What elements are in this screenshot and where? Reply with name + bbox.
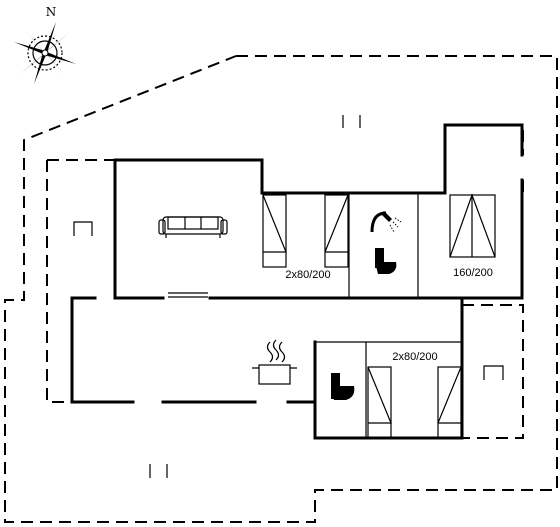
bedroom-3-bed-label: 2x80/200	[392, 351, 437, 363]
sofa-icon	[158, 216, 228, 238]
compass-icon: N	[14, 5, 76, 84]
bedroom-2-bed-label: 160/200	[453, 267, 493, 279]
outdoor-furniture-icon	[149, 464, 168, 478]
building-walls	[70, 123, 524, 440]
toilet-icon	[375, 248, 397, 274]
bedroom-1-beds: 2x80/200	[262, 194, 349, 281]
outdoor-furniture-icon	[342, 115, 361, 128]
compass-north-label: N	[46, 5, 57, 19]
bedroom-2-bed: 160/200	[449, 193, 496, 279]
outdoor-furniture-icon	[73, 221, 93, 236]
shower-icon	[370, 211, 402, 233]
bedroom-3-beds: 2x80/200	[367, 351, 462, 439]
outdoor-furniture-icon	[483, 365, 504, 380]
bedroom-1-bed-label: 2x80/200	[285, 269, 330, 281]
toilet-icon	[331, 373, 355, 400]
cooking-pot-icon	[252, 339, 297, 385]
